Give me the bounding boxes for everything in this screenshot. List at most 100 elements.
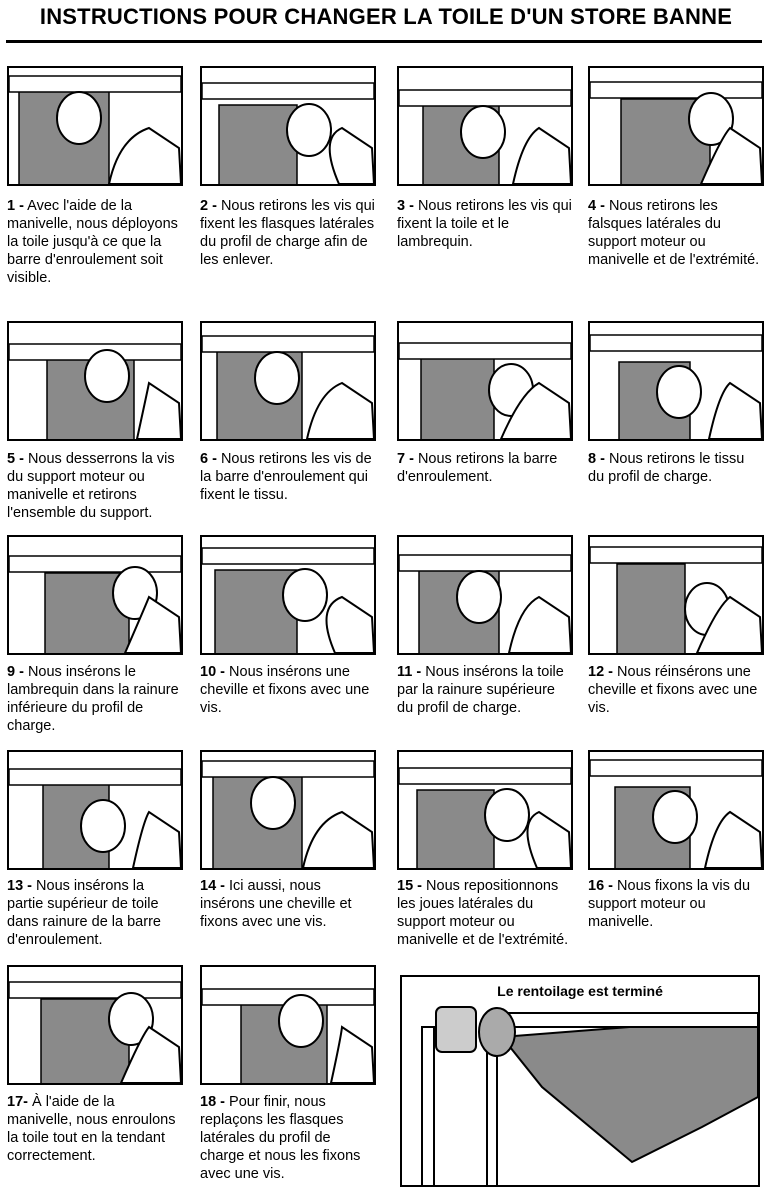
step-illustration — [200, 535, 376, 655]
page-title: INSTRUCTIONS POUR CHANGER LA TOILE D'UN … — [39, 4, 733, 29]
step-number: 17- — [7, 1094, 28, 1110]
title-divider — [6, 40, 762, 43]
step-description: Nous retirons les vis de la barre d'enro… — [200, 451, 372, 503]
step-text: 9 - Nous insérons le lambrequin dans la … — [7, 663, 183, 735]
step-15 — [397, 750, 575, 870]
step-description: Nous retirons la barre d'enroulement. — [397, 451, 558, 485]
step-description: Nous repositionnons les joues latérales … — [397, 878, 569, 948]
step-description: Nous retirons les falsques latérales du … — [588, 198, 760, 268]
step-illustration-drawing — [9, 343, 181, 439]
step-number: 15 - — [397, 878, 422, 894]
step-14 — [200, 750, 378, 870]
step-12 — [588, 535, 766, 655]
step-number: 1 - — [7, 198, 24, 214]
step-7 — [397, 321, 575, 441]
final-illustration: Le rentoilage est terminé — [400, 975, 760, 1187]
step-description: Nous desserrons la vis du support moteur… — [7, 451, 175, 521]
step-text: 17- À l'aide de la manivelle, nous enrou… — [7, 1093, 183, 1165]
step-description: Nous réinsérons une cheville et fixons a… — [588, 664, 758, 716]
step-illustration — [200, 66, 376, 186]
step-number: 18 - — [200, 1094, 225, 1110]
step-text: 5 - Nous desserrons la vis du support mo… — [7, 450, 183, 522]
step-11 — [397, 535, 575, 655]
step-illustration-drawing — [590, 759, 762, 868]
step-number: 5 - — [7, 451, 24, 467]
step-description: Nous insérons la partie supérieur de toi… — [7, 878, 161, 948]
final-caption: Le rentoilage est terminé — [497, 983, 663, 999]
step-text: 13 - Nous insérons la partie supérieur d… — [7, 877, 183, 949]
step-16 — [588, 750, 766, 870]
step-illustration-drawing — [590, 81, 762, 184]
step-18 — [200, 965, 378, 1085]
step-illustration-drawing — [9, 555, 181, 653]
step-text: 15 - Nous repositionnons les joues latér… — [397, 877, 573, 949]
step-1 — [7, 66, 185, 186]
step-number: 4 - — [588, 198, 605, 214]
step-description: Avec l'aide de la manivelle, nous déploy… — [7, 198, 178, 286]
step-10 — [200, 535, 378, 655]
step-number: 16 - — [588, 878, 613, 894]
step-number: 13 - — [7, 878, 32, 894]
step-6 — [200, 321, 378, 441]
step-illustration-drawing — [202, 760, 374, 868]
step-text: 8 - Nous retirons le tissu du profil de … — [588, 450, 764, 486]
step-description: Nous retirons les vis qui fixent la toil… — [397, 198, 572, 250]
step-number: 2 - — [200, 198, 217, 214]
step-text: 3 - Nous retirons les vis qui fixent la … — [397, 197, 573, 251]
step-13 — [7, 750, 185, 870]
step-illustration-drawing — [399, 89, 571, 184]
step-description: Nous insérons la toile par la rainure su… — [397, 664, 564, 716]
step-text: 11 - Nous insérons la toile par la rainu… — [397, 663, 573, 717]
step-2 — [200, 66, 378, 186]
step-text: 12 - Nous réinsérons une cheville et fix… — [588, 663, 764, 717]
step-illustration — [7, 66, 183, 186]
step-3 — [397, 66, 575, 186]
step-description: À l'aide de la manivelle, nous enroulons… — [7, 1094, 176, 1164]
step-text: 1 - Avec l'aide de la manivelle, nous dé… — [7, 197, 183, 287]
step-illustration — [200, 965, 376, 1085]
step-illustration — [397, 750, 573, 870]
step-illustration-drawing — [9, 75, 181, 184]
step-illustration — [397, 66, 573, 186]
step-illustration — [588, 535, 764, 655]
step-text: 14 - Ici aussi, nous insérons une chevil… — [200, 877, 376, 931]
step-illustration — [7, 321, 183, 441]
step-illustration-drawing — [9, 981, 181, 1083]
step-illustration — [7, 750, 183, 870]
step-description: Ici aussi, nous insérons une cheville et… — [200, 878, 352, 930]
step-number: 8 - — [588, 451, 605, 467]
step-illustration-drawing — [202, 335, 374, 439]
step-illustration-drawing — [9, 768, 181, 868]
step-text: 2 - Nous retirons les vis qui fixent les… — [200, 197, 376, 269]
step-text: 6 - Nous retirons les vis de la barre d'… — [200, 450, 376, 504]
step-number: 14 - — [200, 878, 225, 894]
step-number: 12 - — [588, 664, 613, 680]
step-description: Pour finir, nous replaçons les flasques … — [200, 1094, 361, 1182]
step-illustration-drawing — [399, 554, 571, 653]
step-number: 6 - — [200, 451, 217, 467]
step-illustration — [7, 535, 183, 655]
step-text: 4 - Nous retirons les falsques latérales… — [588, 197, 764, 269]
step-description: Nous retirons les vis qui fixent les fla… — [200, 198, 375, 268]
step-illustration-drawing — [399, 342, 571, 439]
step-number: 11 - — [397, 664, 422, 680]
step-text: 7 - Nous retirons la barre d'enroulement… — [397, 450, 573, 486]
step-illustration — [397, 321, 573, 441]
step-text: 18 - Pour finir, nous replaçons les flas… — [200, 1093, 376, 1183]
step-illustration-drawing — [202, 547, 374, 653]
step-illustration — [588, 66, 764, 186]
step-number: 7 - — [397, 451, 414, 467]
step-description: Nous insérons le lambrequin dans la rain… — [7, 664, 179, 734]
step-9 — [7, 535, 185, 655]
step-4 — [588, 66, 766, 186]
step-illustration — [588, 321, 764, 441]
step-description: Nous fixons la vis du support moteur ou … — [588, 878, 751, 930]
step-illustration-drawing — [202, 988, 374, 1083]
step-8 — [588, 321, 766, 441]
step-illustration-drawing — [399, 767, 571, 868]
step-text: 10 - Nous insérons une cheville et fixon… — [200, 663, 376, 717]
step-illustration — [397, 535, 573, 655]
step-text: 16 - Nous fixons la vis du support moteu… — [588, 877, 764, 931]
step-illustration — [588, 750, 764, 870]
step-5 — [7, 321, 185, 441]
